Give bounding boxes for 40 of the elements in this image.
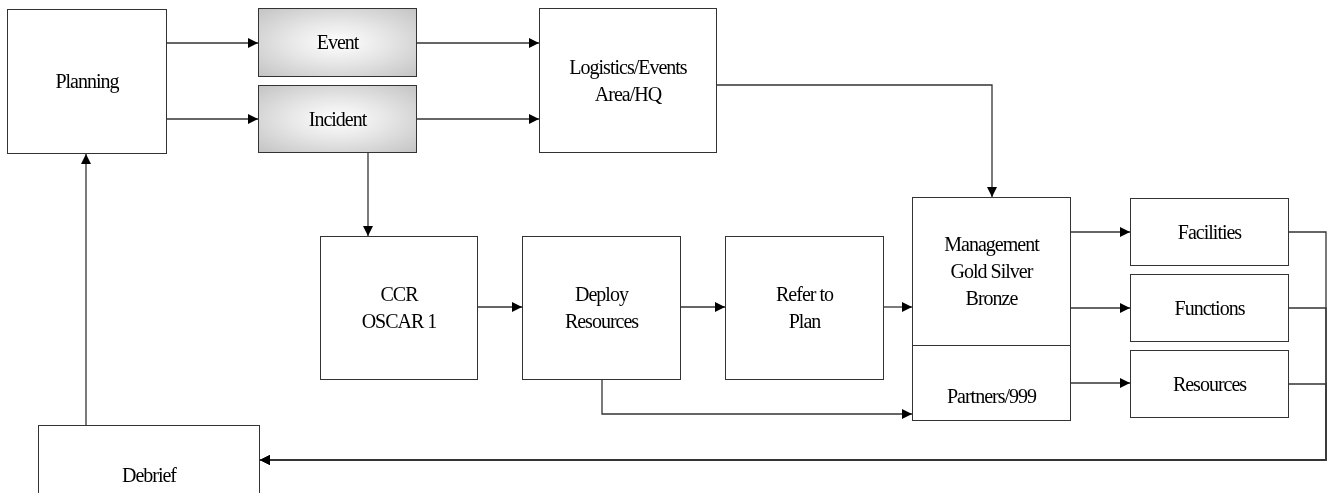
box-label: Debrief (121, 462, 177, 488)
arrow (601, 379, 913, 419)
process-box (912, 345, 1071, 421)
process-box (258, 85, 417, 153)
arrow (166, 38, 259, 48)
box-label: Incident (308, 106, 367, 132)
box-label: Logistics/Events Area/HQ (568, 54, 688, 107)
arrow (363, 152, 373, 237)
process-box (7, 9, 167, 154)
box-label: Partners/999 (946, 384, 1037, 409)
arrow (716, 84, 997, 198)
box-label: Planning (55, 69, 119, 95)
process-box (1130, 350, 1289, 418)
arrow (883, 302, 913, 312)
box-label: Refer to Plan (775, 282, 835, 334)
box-label: Functions (1174, 295, 1245, 321)
box-label: Deploy Resources (564, 282, 639, 334)
arrow (1070, 303, 1131, 313)
process-box (912, 197, 1071, 346)
box-label: CCR OSCAR 1 (360, 282, 438, 334)
arrow (1070, 227, 1131, 237)
process-box (1130, 274, 1289, 342)
arrow (81, 153, 91, 426)
box-label: Management Gold Silver Bronze (944, 232, 1039, 311)
arrow (416, 114, 540, 124)
box-label: Facilities (1177, 219, 1242, 245)
box-label: Event (316, 30, 359, 55)
process-box (320, 236, 478, 380)
arrow (416, 38, 540, 48)
box-label: Resources (1172, 371, 1247, 397)
arrow (166, 114, 259, 124)
arrow (680, 302, 726, 312)
process-box (1130, 198, 1289, 266)
process-box (522, 236, 681, 380)
process-box (725, 236, 884, 380)
arrow (1070, 378, 1131, 388)
arrow (259, 383, 1327, 465)
process-box (258, 8, 417, 77)
arrow (477, 302, 523, 312)
process-box (539, 8, 717, 153)
